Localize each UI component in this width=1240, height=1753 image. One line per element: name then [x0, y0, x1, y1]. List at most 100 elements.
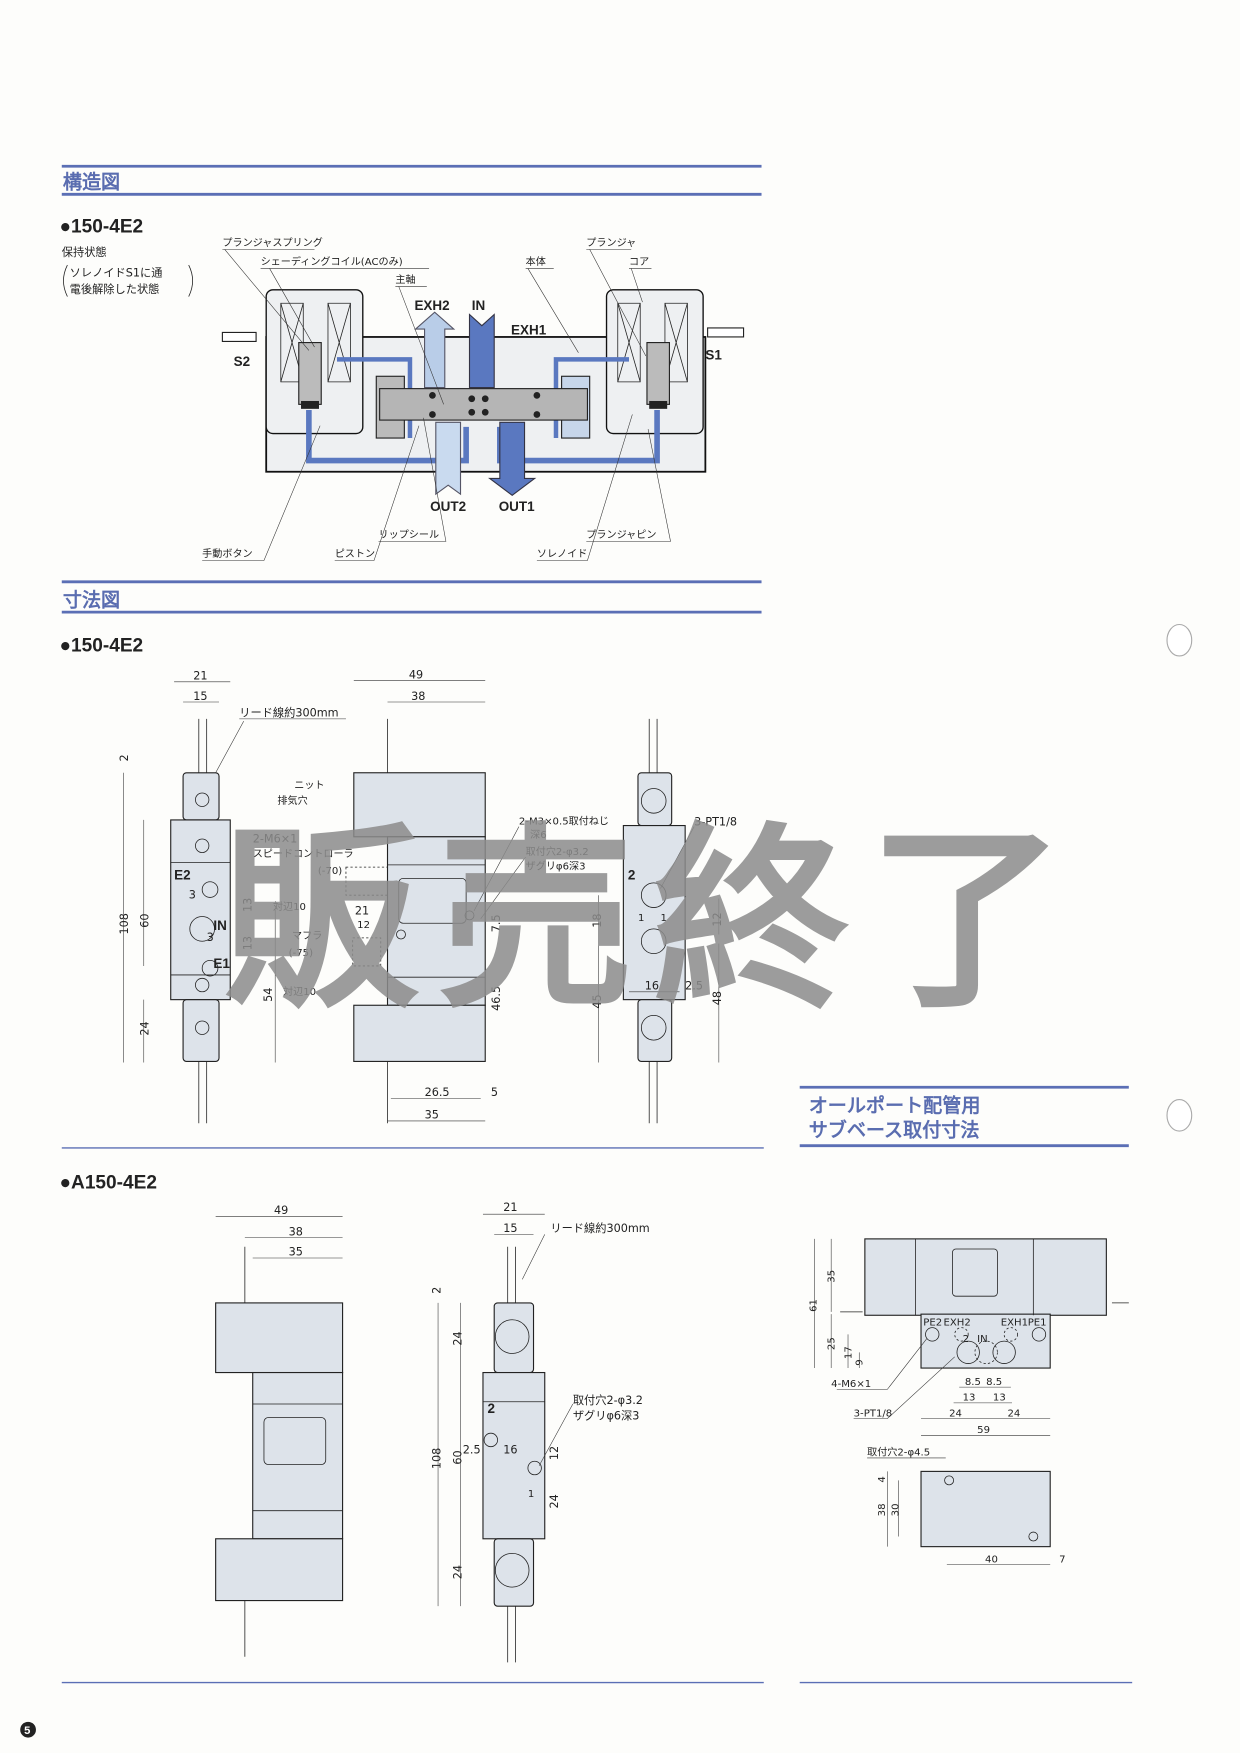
svg-text:46.5: 46.5 [490, 986, 503, 1011]
svg-text:24: 24 [548, 1494, 561, 1508]
svg-text:15: 15 [193, 690, 207, 703]
svg-text:2: 2 [628, 867, 636, 882]
svg-text:24: 24 [949, 1408, 962, 1419]
right-view-150: 3-PT1/8 2 18 1 1 12 16 2.5 45 48 [591, 718, 737, 1124]
side-view-150-labels: 21 15 リード線約300mm 2 ニット 排気穴 2-M6×1 スピードコン… [118, 670, 392, 1063]
svg-text:8.5: 8.5 [986, 1377, 1002, 1388]
svg-text:61: 61 [809, 1299, 820, 1312]
svg-text:ソレノイド: ソレノイド [537, 549, 587, 560]
svg-text:本体: 本体 [526, 255, 546, 268]
subbase-drawing [814, 1238, 1129, 1565]
svg-text:13: 13 [242, 898, 255, 912]
svg-text:7: 7 [1059, 1554, 1065, 1565]
svg-text:S1: S1 [705, 347, 722, 362]
svg-text:26.5: 26.5 [425, 1086, 450, 1099]
svg-text:2.5: 2.5 [685, 980, 703, 993]
structure-state: 保持状態 [62, 245, 107, 259]
binder-hole [1166, 623, 1193, 657]
svg-text:1: 1 [528, 1489, 534, 1500]
svg-text:24: 24 [1008, 1408, 1021, 1419]
svg-text:24: 24 [452, 1331, 465, 1345]
svg-text:PE2: PE2 [923, 1317, 942, 1328]
svg-text:IN: IN [977, 1334, 988, 1345]
svg-text:13: 13 [242, 936, 255, 950]
svg-text:13: 13 [963, 1393, 976, 1404]
svg-text:12: 12 [711, 912, 724, 926]
svg-text:18: 18 [591, 913, 604, 927]
dimensions-title: 寸法図 [63, 589, 120, 612]
svg-text:30: 30 [891, 1503, 902, 1516]
svg-text:8.5: 8.5 [965, 1377, 981, 1388]
svg-text:プランジャスプリング: プランジャスプリング [222, 236, 322, 249]
svg-text:PE1: PE1 [1028, 1317, 1047, 1328]
svg-text:24: 24 [452, 1565, 465, 1579]
svg-text:2: 2 [430, 1287, 443, 1294]
subbase-title-1: オールポート配管用 [809, 1094, 981, 1117]
svg-text:12: 12 [357, 920, 370, 931]
front-view-150: 49 38 2-M3×0.5取付ねじ 深6 取付穴2-φ3.2 ザグリφ6深3 … [353, 668, 609, 1124]
svg-text:59: 59 [977, 1425, 990, 1436]
svg-text:21: 21 [503, 1201, 517, 1214]
svg-text:49: 49 [409, 668, 423, 681]
svg-text:1: 1 [660, 913, 666, 924]
page-number: 5 [24, 1725, 30, 1737]
svg-text:E2: E2 [174, 867, 190, 882]
svg-text:取付穴2-φ4.5: 取付穴2-φ4.5 [867, 1446, 930, 1459]
svg-text:5: 5 [491, 1086, 498, 1099]
svg-text:ピストン: ピストン [335, 548, 375, 560]
page-number-badge [20, 1721, 36, 1738]
svg-text:60: 60 [452, 1450, 465, 1464]
svg-text:ザグリφ6深3: ザグリφ6深3 [573, 1409, 640, 1423]
svg-text:EXH1: EXH1 [1001, 1317, 1028, 1328]
svg-text:対辺10: 対辺10 [283, 985, 316, 998]
svg-text:コア: コア [629, 257, 649, 268]
svg-text:108: 108 [430, 1448, 443, 1469]
svg-text:48: 48 [711, 991, 724, 1005]
svg-text:シェーディングコイル(ACのみ): シェーディングコイル(ACのみ) [261, 255, 403, 268]
svg-text:プランジャ: プランジャ [586, 237, 636, 249]
svg-text:24: 24 [138, 1021, 151, 1035]
svg-text:2-M3×0.5取付ねじ: 2-M3×0.5取付ねじ [519, 814, 609, 827]
svg-text:35: 35 [289, 1246, 303, 1259]
structure-note-2: 電後解除した状態 [70, 282, 160, 296]
binder-hole [1166, 1099, 1193, 1132]
structure-diagram [221, 289, 745, 497]
dimensions-model: ●150-4E2 [60, 635, 144, 656]
svg-text:取付穴2-φ3.2: 取付穴2-φ3.2 [573, 1393, 643, 1407]
svg-text:EXH1: EXH1 [511, 323, 547, 338]
svg-text:16: 16 [645, 980, 659, 993]
svg-text:45: 45 [591, 994, 604, 1008]
svg-text:2: 2 [963, 1334, 969, 1345]
structure-labels: プランジャスプリング シェーディングコイル(ACのみ) 主軸 本体 プランジャ … [202, 236, 722, 561]
svg-text:OUT2: OUT2 [430, 499, 466, 514]
svg-text:OUT1: OUT1 [499, 499, 535, 514]
svg-text:40: 40 [985, 1554, 998, 1565]
note-brackets [63, 264, 194, 297]
svg-text:38: 38 [289, 1226, 303, 1239]
structure-title: 構造図 [63, 171, 120, 194]
svg-text:2-M6×1: 2-M6×1 [253, 832, 298, 845]
svg-text:EXH2: EXH2 [414, 298, 449, 313]
svg-text:スピードコントローラ: スピードコントローラ [253, 848, 354, 860]
svg-text:プランジャピン: プランジャピン [586, 529, 656, 541]
svg-text:15: 15 [503, 1222, 517, 1235]
svg-text:25: 25 [827, 1337, 838, 1350]
svg-text:リード線約300mm: リード線約300mm [550, 1221, 649, 1235]
subbase-title-2: サブベース取付寸法 [809, 1119, 980, 1142]
svg-text:2: 2 [118, 754, 131, 761]
svg-text:ニット: ニット [294, 780, 324, 791]
side-view-a150: 21 15 リード線約300mm 2 24 108 60 2.5 16 取付穴2… [430, 1201, 650, 1663]
side-view-150 [170, 718, 231, 1124]
svg-text:リード線約300mm: リード線約300mm [239, 706, 338, 720]
svg-text:リップシール: リップシール [379, 529, 440, 541]
svg-text:13: 13 [993, 1393, 1006, 1404]
svg-text:E1: E1 [213, 956, 230, 971]
svg-text:主軸: 主軸 [395, 273, 415, 286]
svg-text:1: 1 [638, 913, 644, 924]
svg-text:12: 12 [548, 1446, 561, 1460]
svg-text:2: 2 [487, 1401, 495, 1416]
svg-text:(-75): (-75) [289, 948, 313, 959]
svg-text:手動ボタン: 手動ボタン [202, 547, 252, 560]
svg-text:35: 35 [827, 1270, 838, 1283]
svg-text:IN: IN [472, 298, 485, 313]
